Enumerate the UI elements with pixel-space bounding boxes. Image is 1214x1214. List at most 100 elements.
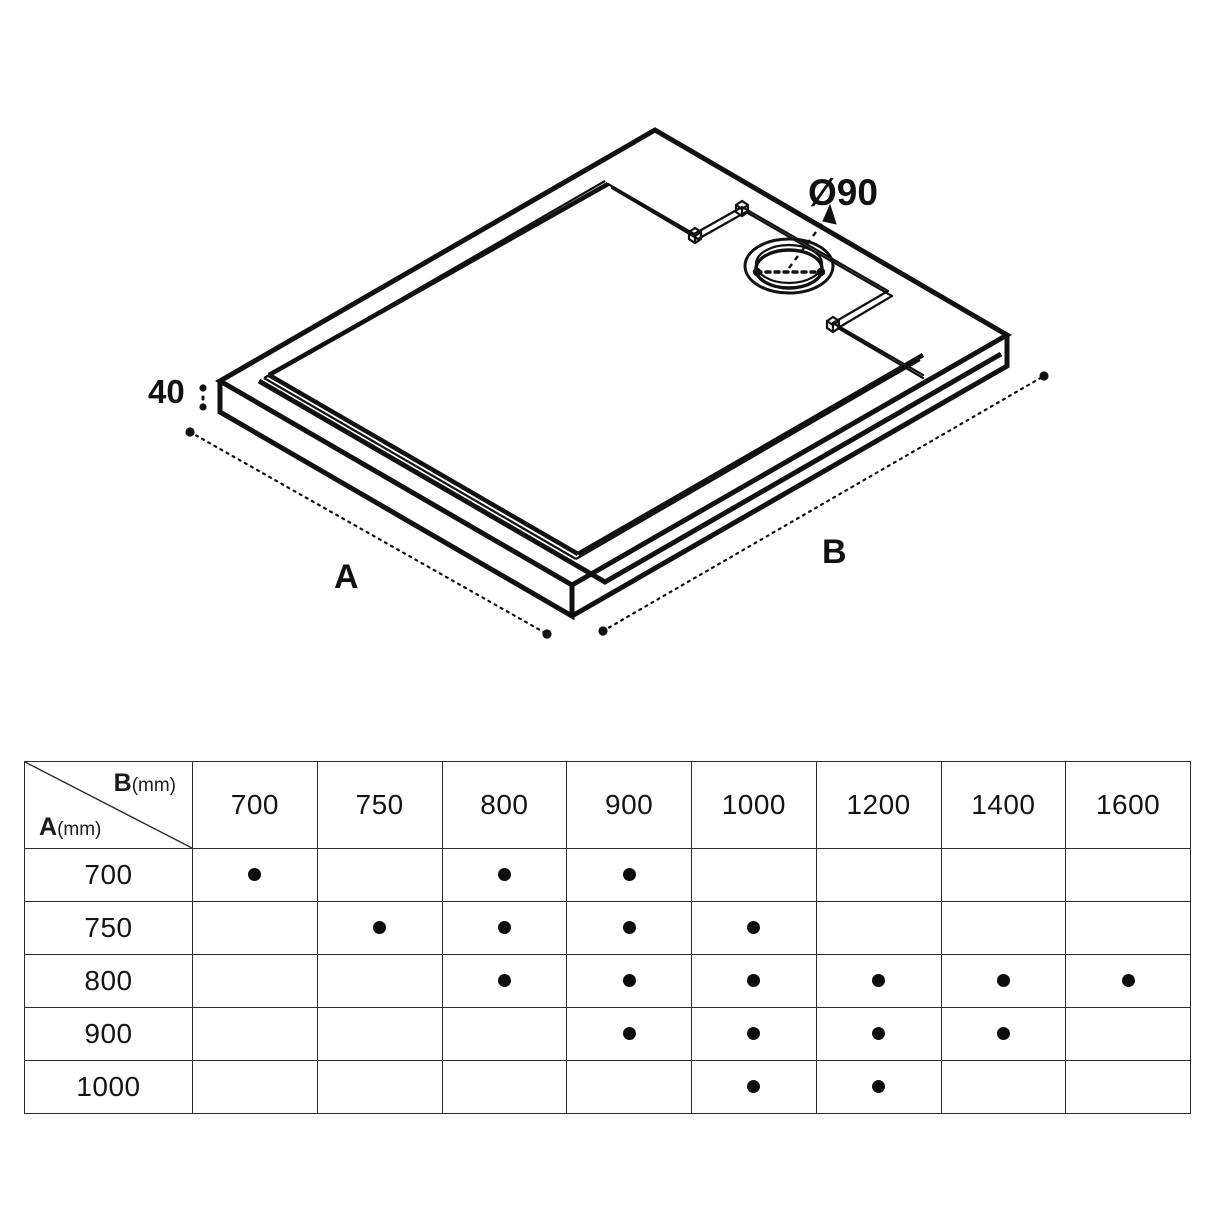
availability-cell [316, 1060, 443, 1114]
availability-dot [747, 921, 761, 935]
availability-dot [996, 974, 1010, 988]
dimension-label-b: B [822, 533, 847, 571]
availability-cell [441, 848, 568, 902]
availability-cell [1065, 954, 1191, 1008]
dimension-label-a: A [334, 558, 359, 596]
availability-dot [248, 868, 262, 882]
availability-cell [441, 1007, 568, 1061]
table-header-row: B(mm) A(mm) 700 750 800 900 1000 1200 14… [24, 761, 1191, 849]
availability-cell [691, 1060, 817, 1114]
availability-dot [1121, 974, 1135, 988]
tray-rim-inner-edge [257, 351, 1003, 585]
availability-cell [815, 1007, 942, 1061]
column-header: 1000 [691, 761, 817, 849]
availability-cell [316, 848, 443, 902]
availability-cell [566, 1060, 692, 1114]
tray-drain-notch [606, 182, 925, 380]
availability-cell [691, 954, 817, 1008]
axis-corner-cell: B(mm) A(mm) [24, 761, 193, 849]
row-axis-letter: A [39, 813, 58, 841]
availability-dot [872, 1080, 886, 1094]
table-head: B(mm) A(mm) 700 750 800 900 1000 1200 14… [24, 761, 1191, 849]
availability-cell [441, 901, 568, 955]
size-availability-table-container: B(mm) A(mm) 700 750 800 900 1000 1200 14… [24, 761, 1191, 1114]
column-header: 1200 [815, 761, 942, 849]
availability-cell [691, 901, 817, 955]
row-header: 700 [24, 848, 193, 902]
availability-cell [441, 954, 568, 1008]
row-header: 1000 [24, 1060, 193, 1114]
table-row: 900 [24, 1007, 1191, 1061]
availability-dot [747, 1080, 761, 1094]
availability-dot [497, 868, 511, 882]
availability-cell [940, 1060, 1067, 1114]
availability-dot [622, 868, 636, 882]
column-axis-label: B(mm) [114, 769, 176, 798]
availability-cell [192, 848, 318, 902]
availability-dot [622, 974, 636, 988]
availability-cell [691, 848, 817, 902]
availability-cell [1065, 1007, 1191, 1061]
availability-cell [1065, 901, 1191, 955]
availability-dot [996, 1027, 1010, 1041]
column-axis-unit: (mm) [131, 775, 176, 796]
tray-body [215, 127, 1012, 621]
availability-dot [373, 921, 387, 935]
column-axis-letter: B [113, 769, 132, 797]
availability-dot [497, 921, 511, 935]
availability-cell [815, 954, 942, 1008]
availability-dot [872, 974, 886, 988]
availability-cell [316, 901, 443, 955]
availability-cell [316, 1007, 443, 1061]
row-axis-label: A(mm) [39, 813, 101, 842]
table-body: 700 750 [24, 848, 1191, 1114]
availability-cell [192, 1007, 318, 1061]
availability-cell [566, 1007, 692, 1061]
availability-cell [566, 954, 692, 1008]
dimension-line-b [598, 371, 1049, 636]
table-row: 750 [24, 901, 1191, 955]
tray-basin-floor-line [263, 180, 921, 560]
column-header: 700 [192, 761, 318, 849]
table-row: 700 [24, 848, 1191, 902]
drain-diameter-measure [752, 267, 826, 277]
column-header: 900 [566, 761, 692, 849]
dimension-line-a [185, 427, 552, 639]
availability-cell [1065, 848, 1191, 902]
column-header: 800 [441, 761, 568, 849]
table-row: 800 [24, 954, 1191, 1008]
availability-cell [815, 901, 942, 955]
availability-cell [940, 1007, 1067, 1061]
drain-diameter-label: Ø90 [808, 172, 878, 213]
availability-cell [192, 901, 318, 955]
availability-cell [566, 901, 692, 955]
availability-cell [192, 1060, 318, 1114]
availability-cell [316, 954, 443, 1008]
availability-dot [497, 974, 511, 988]
thickness-label: 40 [148, 373, 185, 410]
row-header: 800 [24, 954, 193, 1008]
thickness-dimension-marker [199, 384, 207, 411]
availability-dot [747, 1027, 761, 1041]
row-header: 750 [24, 901, 193, 955]
shower-tray-drawing: Ø90 40 A B [148, 127, 1049, 639]
availability-cell [1065, 1060, 1191, 1114]
availability-cell [691, 1007, 817, 1061]
availability-cell [940, 848, 1067, 902]
availability-dot [747, 974, 761, 988]
availability-dot [872, 1027, 886, 1041]
availability-cell [441, 1060, 568, 1114]
table-row: 1000 [24, 1060, 1191, 1114]
availability-cell [192, 954, 318, 1008]
availability-cell [815, 1060, 942, 1114]
availability-cell [566, 848, 692, 902]
availability-cell [940, 954, 1067, 1008]
column-header: 1600 [1065, 761, 1191, 849]
row-header: 900 [24, 1007, 193, 1061]
availability-cell [940, 901, 1067, 955]
row-axis-unit: (mm) [57, 819, 102, 840]
drain-leader-line [788, 203, 837, 269]
availability-dot [622, 921, 636, 935]
column-header: 750 [316, 761, 443, 849]
